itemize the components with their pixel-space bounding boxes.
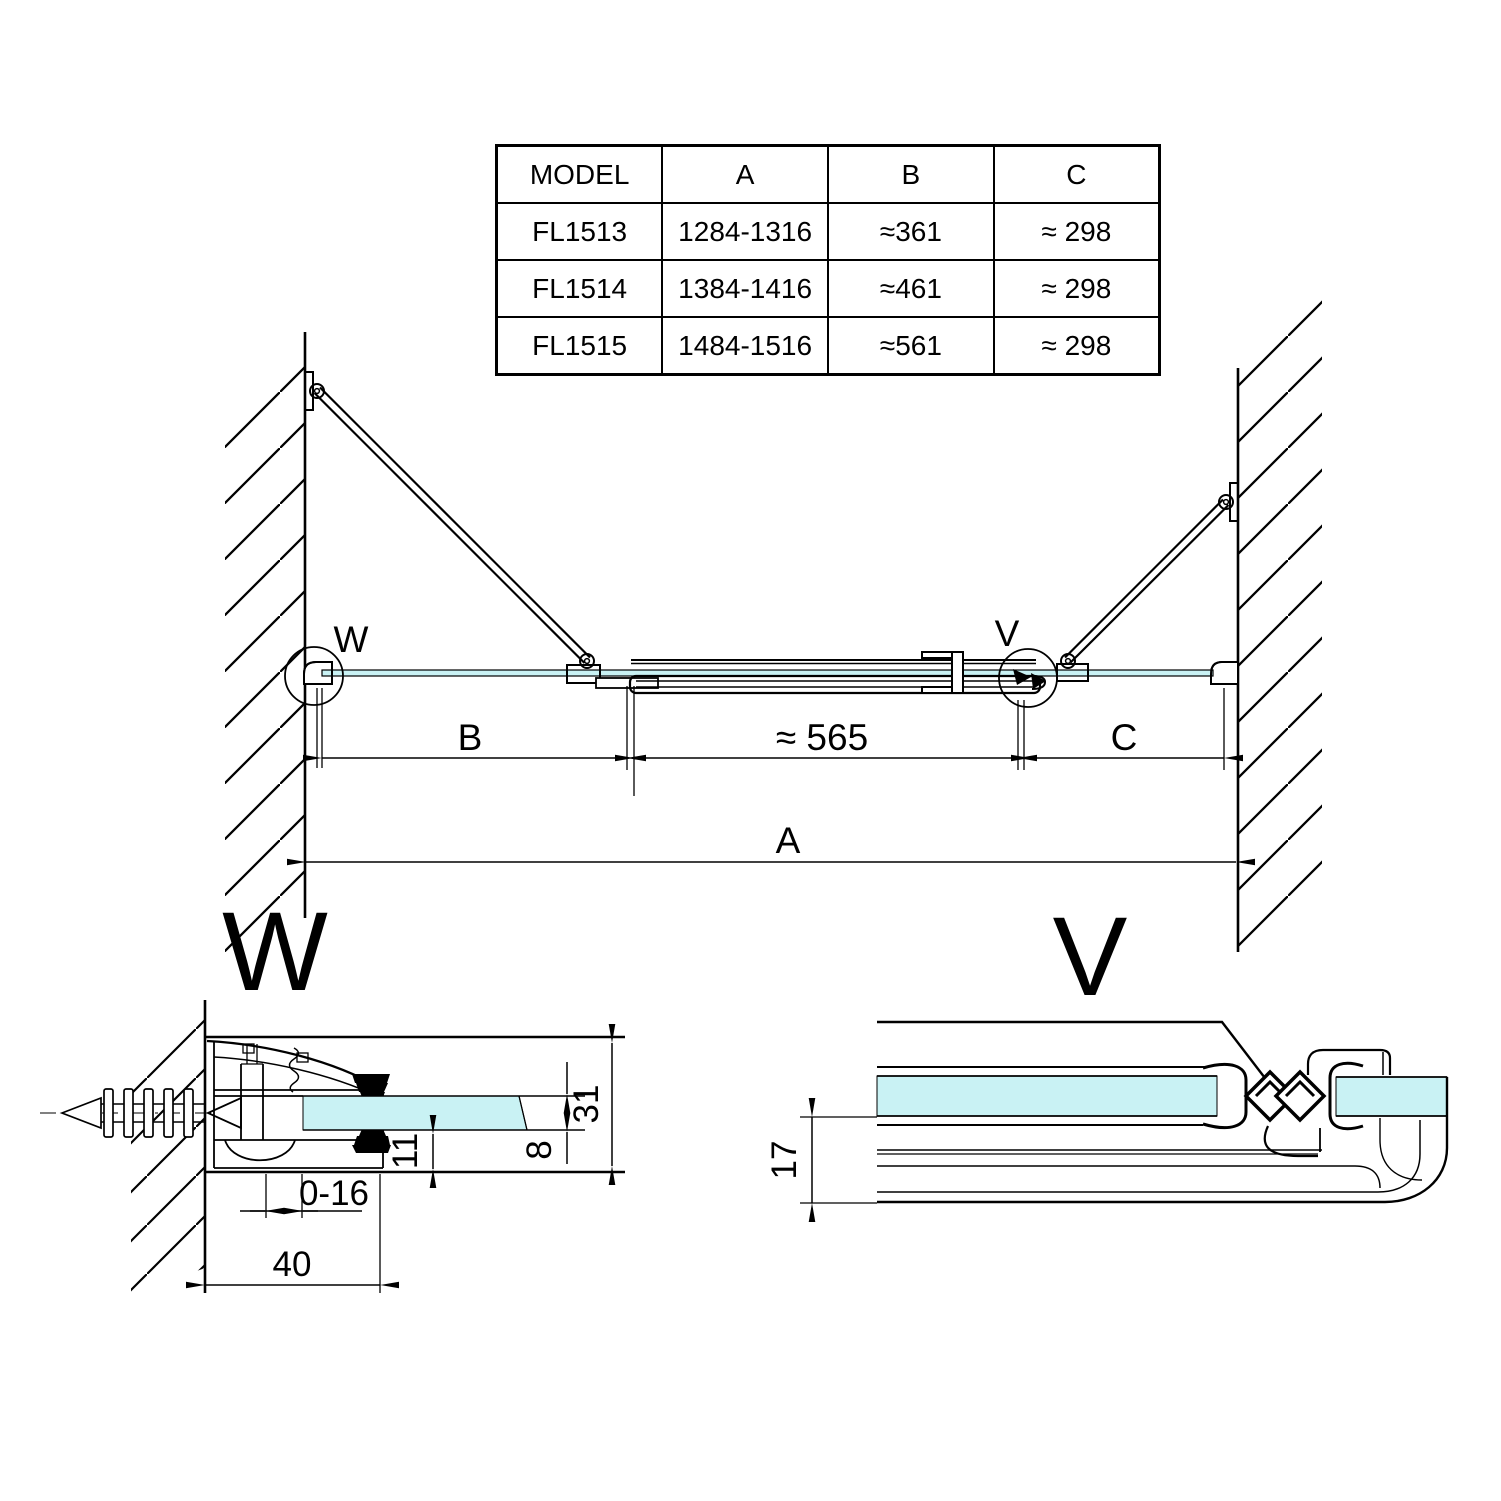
detail-w-wall-hatch: [131, 1002, 205, 1295]
dim-31-label: 31: [567, 1085, 606, 1124]
header-b: B: [827, 144, 995, 204]
cell-b: ≈461: [827, 259, 995, 318]
header-a: A: [661, 144, 829, 204]
extension-lines: [316, 686, 1225, 796]
dim-17-label: 17: [765, 1141, 804, 1180]
seal-channel-right: [1328, 1061, 1364, 1131]
cell-model: FL1515: [495, 316, 664, 376]
dim-c-label: C: [1111, 717, 1138, 758]
adjust-screw-cone: [205, 1096, 242, 1130]
glass-clamp-left-outline: [303, 661, 333, 685]
table-header-row: MODEL A B C: [495, 144, 1161, 204]
cell-c: ≈ 298: [992, 202, 1161, 261]
detail-w-section: W: [40, 889, 625, 1295]
cell-model: FL1513: [495, 202, 664, 261]
detail-w-dimensions: [186, 1024, 616, 1293]
detail-v-marker-label: V: [995, 613, 1020, 654]
dim-016-label: 0-16: [299, 1174, 369, 1213]
dim-8-label: 8: [520, 1140, 559, 1159]
glass-clamp-right-outline: [1210, 661, 1239, 685]
door-body: [628, 674, 1042, 695]
hinge-bracket-left-outline: [566, 664, 601, 684]
support-bar-left: [304, 371, 591, 664]
table-row: FL1515 1484-1516 ≈561 ≈ 298: [495, 316, 1161, 376]
glass-clamp-right: [1210, 661, 1239, 685]
table-row: FL1513 1284-1316 ≈361 ≈ 298: [495, 202, 1161, 261]
wall-right-hatched: [1236, 284, 1322, 952]
header-model: MODEL: [495, 144, 664, 204]
seal-foot-curve: [1263, 1125, 1318, 1158]
dim-door-label: ≈ 565: [776, 717, 868, 758]
detail-w-marker-label: W: [334, 619, 369, 660]
dimension-lines: [287, 754, 1255, 866]
detail-v-glass-right: [1335, 1076, 1448, 1117]
door-seal-mark-1: [1013, 669, 1031, 685]
dim-40-label: 40: [273, 1245, 312, 1284]
plan-view: W V B ≈ 565 C A: [225, 284, 1322, 998]
cell-a: 1484-1516: [661, 316, 829, 376]
detail-v-title: V: [1053, 894, 1128, 1019]
magnetic-seal-assembly: [1202, 1061, 1364, 1131]
detail-v-dimensions: [800, 1098, 877, 1222]
detail-v-glass-left: [876, 1075, 1218, 1117]
dim-11-label: 11: [386, 1133, 425, 1169]
wall-left-hatched: [225, 332, 307, 998]
door-handle: [921, 651, 964, 694]
sliding-door-leaf: [595, 651, 1047, 695]
glass-break-line: [518, 1095, 528, 1131]
cell-c: ≈ 298: [992, 316, 1161, 376]
dim-a-label: A: [776, 820, 801, 861]
detail-v-section: V: [765, 894, 1449, 1222]
cell-model: FL1514: [495, 259, 664, 318]
model-spec-table: MODEL A B C FL1513 1284-1316 ≈361 ≈ 298 …: [495, 144, 1161, 376]
bottom-frame-profile: [877, 1077, 1449, 1204]
pivot-points: [309, 383, 1234, 669]
cell-a: 1284-1316: [661, 202, 829, 261]
wall-anchor: [40, 1088, 215, 1138]
wall-plate-right: [1229, 482, 1239, 522]
wall-right-hatch: [1238, 284, 1322, 952]
door-end-cap: [1031, 675, 1047, 690]
cell-c: ≈ 298: [992, 259, 1161, 318]
frame-outer-edge: [877, 1077, 1449, 1204]
spring-symbol: [288, 1047, 300, 1093]
seal-diamond-right: [1273, 1069, 1327, 1123]
door-frame-top-edge: [877, 1020, 1269, 1083]
cell-a: 1384-1416: [661, 259, 829, 318]
cell-b: ≈561: [827, 316, 995, 376]
wall-left-hatch: [225, 332, 305, 998]
detail-v-circle: [998, 648, 1058, 708]
profile-bowl: [224, 1139, 296, 1161]
wall-plate-left: [304, 371, 314, 411]
detail-w-circle: [284, 646, 344, 706]
table-row: FL1514 1384-1416 ≈461 ≈ 298: [495, 259, 1161, 318]
cell-b: ≈361: [827, 202, 995, 261]
gaskets: [352, 1074, 391, 1153]
support-bar-right: [1064, 482, 1239, 664]
dim-b-label: B: [458, 717, 483, 758]
detail-w-glass: [302, 1095, 528, 1131]
header-c: C: [992, 144, 1161, 204]
detail-w-title: W: [222, 889, 328, 1014]
